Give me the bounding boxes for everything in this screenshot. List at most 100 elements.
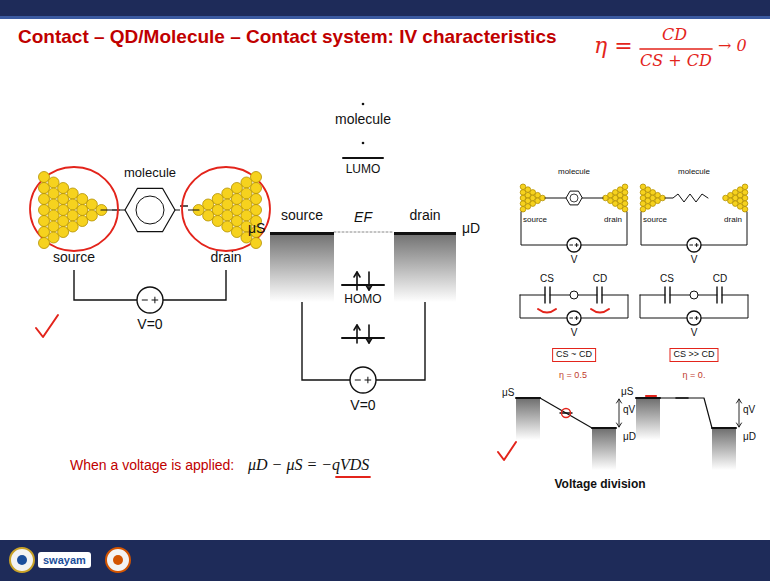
gold-atom [723,195,729,201]
line [175,209,180,210]
logo-emblem [113,555,123,565]
line [570,245,573,246]
line [120,209,125,210]
line [582,198,603,199]
gold-atom [77,194,88,205]
gold-atom [251,238,262,249]
band-fill [394,232,456,302]
line [356,325,358,343]
line [334,232,394,233]
stroke-path [660,398,712,428]
label: molecule [678,168,710,177]
label: source [522,216,548,225]
gold-atom [86,199,97,210]
gold-atom [251,183,262,194]
label: V [690,327,699,338]
line [664,287,665,303]
voltage-source-symbol [350,367,376,393]
label: η = 0.5 [559,371,587,381]
logo-emblem [17,555,27,565]
gold-atom [48,177,59,188]
gold-atom [39,227,50,238]
stroke-path [737,399,742,403]
bottom-bar [0,540,770,581]
label: CD [662,26,687,44]
line [739,399,740,427]
voltage-source-symbol [687,311,701,325]
label: CS [660,273,674,284]
gold-atom [231,216,242,227]
label: CD [713,273,727,284]
line [516,397,540,399]
gold-atom [251,205,262,216]
island-node [570,291,578,299]
line [394,232,456,235]
gold-atom [39,194,50,205]
stroke-path [354,325,360,330]
stroke-path [366,285,372,290]
dot [362,103,365,106]
node-shape [394,232,456,302]
label: μS [621,386,633,397]
label: η = [594,34,633,58]
label: CD [593,273,607,284]
stroke-path [581,212,627,245]
label: V=0 [137,317,162,332]
line [670,295,690,296]
alkane-chain [665,194,708,202]
line [342,337,384,339]
line [640,295,665,296]
ring [570,194,578,202]
gold-atom [48,188,59,199]
gold-atom [58,183,69,194]
gold-atom [603,195,609,201]
line [270,232,334,235]
contact-band: drain [394,232,456,302]
label: swayam [38,552,91,568]
gold-atom [67,188,78,199]
line [716,287,717,303]
benzene-ring [566,191,582,205]
line [342,284,384,286]
gold-atom [241,177,252,188]
label: μD [623,431,636,442]
gold-atom [58,194,69,205]
gold-atom [48,221,59,232]
line [520,295,545,296]
label: drain [723,216,743,225]
line [101,209,112,210]
band-fill [270,232,334,302]
label: EF [354,210,372,225]
line [592,427,616,429]
line [142,300,147,301]
line [368,272,370,290]
gold-contact: drain [188,170,264,270]
label: LUMO [346,163,381,176]
stroke-path [701,295,748,318]
contact-band [516,398,540,440]
line [570,318,573,319]
line [722,295,748,296]
gold-atom [251,172,262,183]
line [698,295,717,296]
label: μD − μS = −qVDS [248,456,369,474]
ring [136,196,164,224]
label: Voltage division [554,478,645,491]
gold-contact: source [36,170,112,270]
gold-atom [39,205,50,216]
stroke-path [521,212,567,245]
line [367,377,368,383]
label: μD [743,431,756,442]
top-bar [0,0,770,16]
island-node [690,291,698,299]
annotation-circle [30,167,118,251]
label: CS + CD [640,52,712,70]
stroke-path [617,399,622,403]
gold-atom [203,199,214,210]
label: source [642,216,668,225]
line [636,397,660,399]
gold-atom [48,199,59,210]
annotation-circle [182,167,270,251]
